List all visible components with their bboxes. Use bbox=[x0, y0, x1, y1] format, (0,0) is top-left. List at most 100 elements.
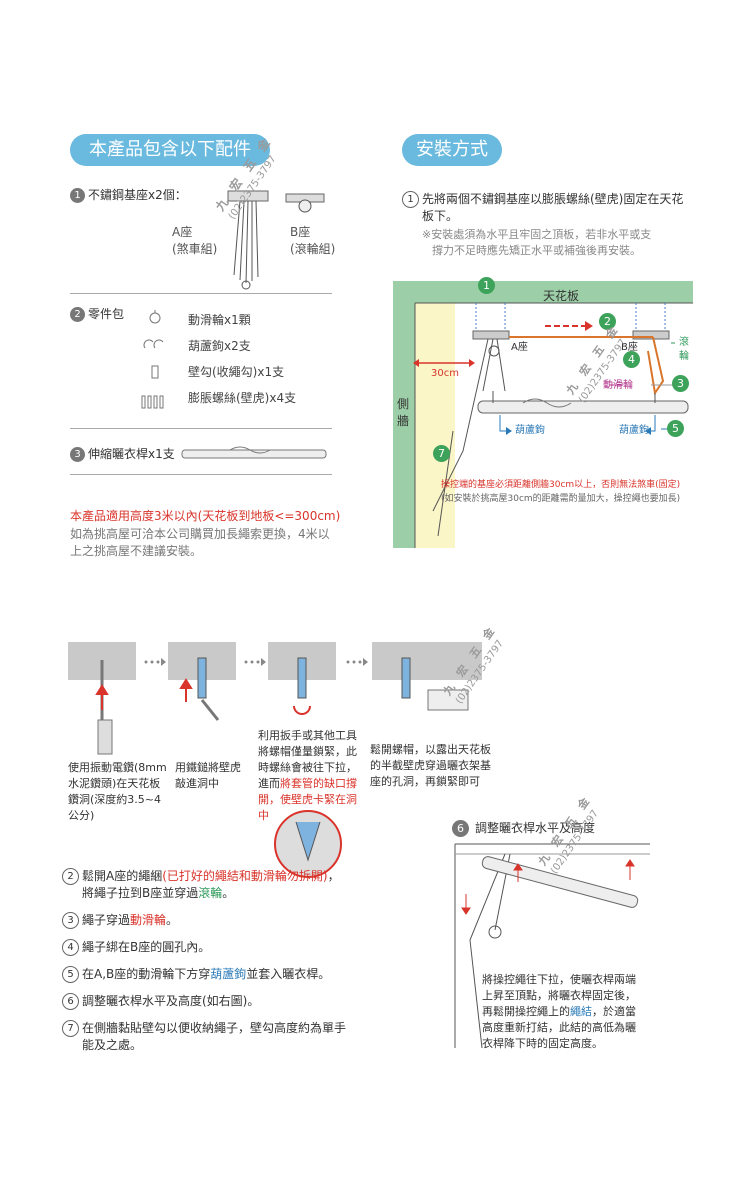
step-text: 。 bbox=[222, 886, 235, 900]
step-1-line-1: 先將兩個不鏽鋼基座以膨脹螺絲(壁虎)固定在天花 bbox=[422, 192, 684, 206]
part-anchor: 膨脹螺絲(壁虎)x4支 bbox=[188, 391, 297, 405]
step-text: ， bbox=[327, 869, 340, 883]
install-diagram-drawing bbox=[393, 281, 693, 548]
anchor-step-a-4: 公分) bbox=[68, 809, 95, 822]
seat-b-label: B座 (滾輪組) bbox=[290, 224, 335, 258]
seat-a-name: A座 bbox=[172, 225, 193, 239]
step-text: (已打好的繩結和動滑輪勿拆開) bbox=[162, 869, 328, 883]
anchor-step-c-red-3: 中 bbox=[258, 809, 269, 822]
step-6-desc-3a: 再鬆開操控繩上的 bbox=[482, 1005, 570, 1018]
step-text: 鬆開A座的繩綑 bbox=[82, 869, 163, 883]
seat-a-label: A座 (煞車組) bbox=[172, 224, 217, 258]
diagram-warning: 操控端的基座必須距離側牆30cm以上，否則無法煞車(固定) bbox=[441, 480, 681, 490]
anchor-zoom-circle bbox=[274, 810, 342, 878]
anchor-step-c: 利用扳手或其他工具 將螺帽僅量鎖緊，此 時螺絲會被往下拉， 進而將套管的缺口撐 … bbox=[258, 728, 357, 824]
side-wall-label: 側 牆 bbox=[397, 396, 411, 430]
seat-b-desc: (滾輪組) bbox=[290, 242, 336, 256]
step-6-desc-1: 將操控繩往下拉，使曬衣桿兩端 bbox=[482, 973, 636, 986]
item-3: 3 伸縮曬衣桿x1支 bbox=[70, 446, 175, 463]
step-text: 能及之處。 bbox=[82, 1038, 143, 1052]
side-wall-label-2: 牆 bbox=[397, 414, 410, 428]
step-number: 3 bbox=[62, 912, 79, 929]
divider bbox=[70, 428, 332, 429]
step-1-number: 1 bbox=[402, 191, 419, 208]
step-number: 2 bbox=[62, 868, 79, 885]
diagram-pulley: 動滑輪 bbox=[603, 380, 633, 391]
step-1-note-2: 撐力不足時應先矯正水平或補強後再安裝。 bbox=[432, 244, 641, 257]
side-wall-label-1: 側 bbox=[397, 397, 410, 411]
step-6-desc-2: 上昇至頂點，將曬衣桿固定後， bbox=[482, 989, 636, 1002]
item-1-label: 不鏽鋼基座x2個： bbox=[88, 188, 187, 202]
step-text: 並套入曬衣桿。 bbox=[246, 967, 331, 981]
diagram-seat-b: B座 bbox=[621, 342, 638, 353]
seat-a-image bbox=[227, 190, 269, 290]
anchor-step-d-3: 座的孔洞，再鎖緊即可 bbox=[370, 775, 480, 788]
seat-b-image bbox=[285, 193, 325, 213]
diagram-number-1: 1 bbox=[478, 277, 495, 294]
wall-hook-icon bbox=[151, 365, 159, 379]
step-text: 繩子綁在B座的圓孔內。 bbox=[82, 940, 211, 954]
step-number: 6 bbox=[62, 993, 79, 1010]
telescopic-pole-image bbox=[181, 446, 327, 459]
diagram-number-3: 3 bbox=[672, 375, 689, 392]
item-3-label: 伸縮曬衣桿x1支 bbox=[88, 447, 175, 461]
seat-b-name: B座 bbox=[290, 225, 311, 239]
parts-header: 本產品包含以下配件 bbox=[70, 134, 270, 166]
step-6-title-text: 調整曬衣桿水平及高度 bbox=[475, 821, 596, 835]
parts-icons bbox=[141, 310, 164, 409]
divider bbox=[70, 293, 332, 294]
pulley-icon bbox=[149, 310, 161, 324]
diagram-wheel: 滾輪 bbox=[679, 337, 689, 362]
anchor-step-c-4: 進而 bbox=[258, 777, 280, 790]
anchor-icon bbox=[141, 395, 164, 409]
step-text: 繩子穿過 bbox=[82, 913, 131, 927]
divider bbox=[70, 474, 332, 475]
anchor-step-d-1: 鬆開螺帽，以露出天花板 bbox=[370, 743, 491, 756]
step-number: 5 bbox=[62, 966, 79, 983]
height-note: 本產品適用高度3米以內(天花板到地板<=300cm) bbox=[70, 509, 341, 523]
anchor-step-c-3: 時螺絲會被往下拉， bbox=[258, 761, 357, 774]
diagram-hook-right: 葫蘆鉤 bbox=[619, 425, 649, 436]
height-note-line-2: 上之挑高屋不建議安裝。 bbox=[70, 544, 203, 558]
step-6-desc-5: 衣桿降下時的固定高度。 bbox=[482, 1037, 603, 1050]
item-2-number: 2 bbox=[70, 307, 85, 322]
anchor-step-d: 鬆開螺帽，以露出天花板 的半截壁虎穿過曬衣架基 座的孔洞，再鎖緊即可 bbox=[370, 742, 491, 790]
diagram-hook-left: 葫蘆鉤 bbox=[515, 425, 545, 436]
step-6-drawing bbox=[454, 843, 650, 1049]
part-hook: 葫蘆鉤x2支 bbox=[188, 339, 251, 353]
step-text: 滾輪 bbox=[198, 886, 223, 900]
step-6-desc-4: 高度重新打結，此結的高低為曬 bbox=[482, 1021, 636, 1034]
anchor-step-a-3: 鑽洞(深度約3.5~4 bbox=[68, 793, 162, 806]
diagram-number-7: 7 bbox=[433, 445, 450, 462]
diagram-number-4: 4 bbox=[623, 351, 640, 368]
anchor-step-c-red-1: 將套管的缺口撐 bbox=[280, 777, 357, 790]
parts-list: 動滑輪x1顆 葫蘆鉤x2支 壁勾(收繩勾)x1支 膨脹螺絲(壁虎)x4支 bbox=[188, 312, 296, 416]
install-header: 安裝方式 bbox=[402, 134, 502, 166]
anchor-steps-drawing bbox=[68, 642, 482, 755]
ceiling-label: 天花板 bbox=[543, 289, 580, 303]
step-text: 將繩子拉到B座並穿過 bbox=[82, 886, 199, 900]
anchor-step-d-2: 的半截壁虎穿過曬衣架基 bbox=[370, 759, 491, 772]
part-wall-hook: 壁勾(收繩勾)x1支 bbox=[188, 365, 285, 379]
item-2-label: 零件包 bbox=[88, 307, 125, 321]
step-1-note-1: ※安裝處須為水平且牢固之頂板，若非水平或支 bbox=[422, 228, 652, 241]
diagram-warning-detail: (如安裝於挑高屋30cm的距離需酌量加大，操控繩也要加長) bbox=[441, 494, 681, 504]
anchor-step-c-1: 利用扳手或其他工具 bbox=[258, 729, 357, 742]
step-6-desc-3c: ，於適當 bbox=[592, 1005, 636, 1018]
height-note-detail: 如為挑高屋可洽本公司購買加長繩索更換，4米以 上之挑高屋不建議安裝。 bbox=[70, 526, 330, 560]
step-text: 動滑輪 bbox=[130, 913, 167, 927]
diagram-seat-a: A座 bbox=[511, 342, 528, 353]
anchor-step-c-red-2: 開，使壁虎卡緊在洞 bbox=[258, 793, 357, 806]
part-pulley: 動滑輪x1顆 bbox=[188, 313, 251, 327]
anchor-step-b: 用鐵鎚將壁虎 敲進洞中 bbox=[175, 760, 241, 792]
step-text: 調整曬衣桿水平及高度(如右圖)。 bbox=[82, 994, 260, 1008]
step-6-desc-3b: 繩結 bbox=[570, 1005, 592, 1018]
anchor-step-b-1: 用鐵鎚將壁虎 bbox=[175, 761, 241, 774]
